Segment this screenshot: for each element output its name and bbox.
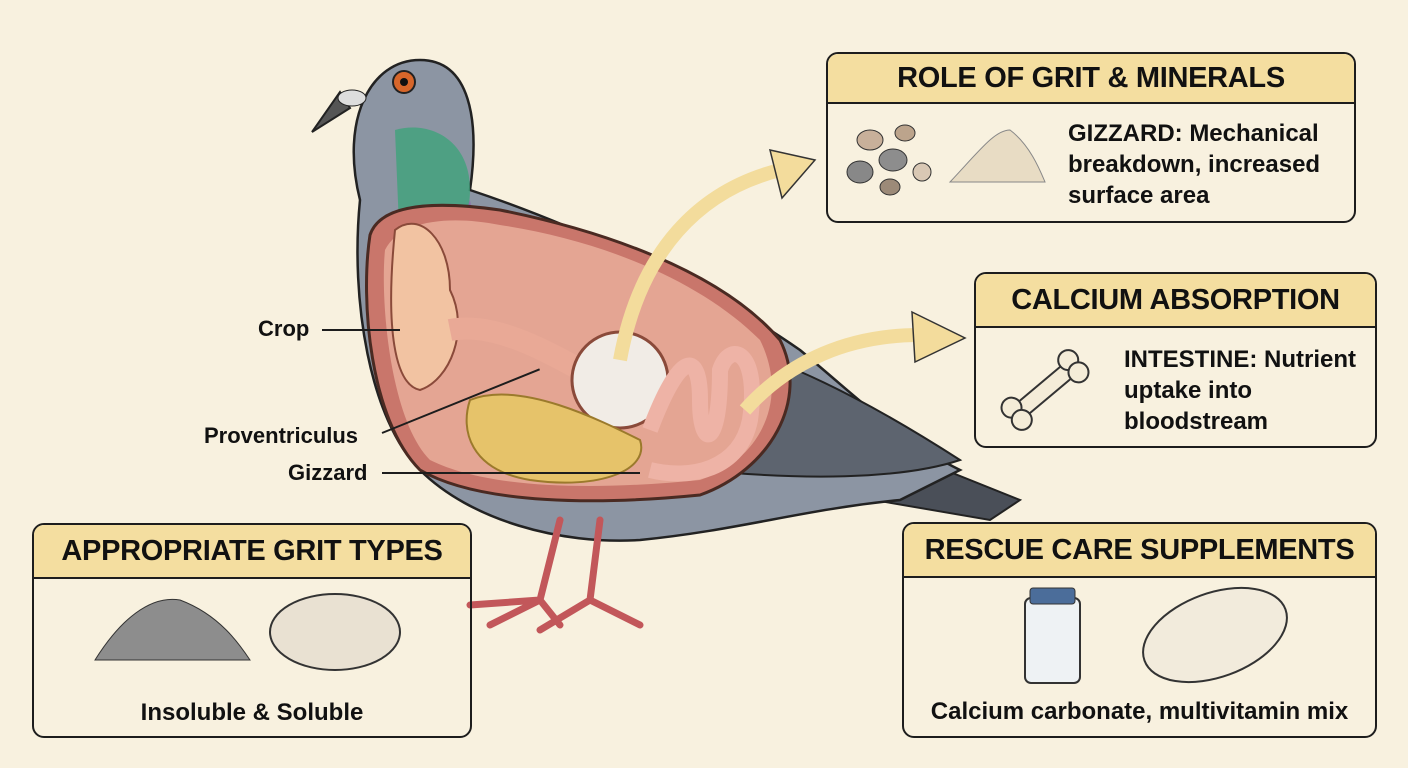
- calcium-absorption-box: CALCIUM ABSORPTION INTESTINE: Nutrient u…: [974, 272, 1377, 448]
- arrow-to-role: [613, 163, 782, 362]
- powder-pile-icon: [948, 129, 1046, 183]
- label-crop: Crop: [258, 316, 310, 341]
- leader-line: [382, 472, 640, 474]
- appropriate-grit-box: APPROPRIATE GRIT TYPES Insoluble & Solub…: [32, 523, 472, 738]
- bone-icon: [1000, 349, 1090, 431]
- gravel-pile-icon: [94, 598, 251, 661]
- role-of-grit-box: ROLE OF GRIT & MINERALS GIZZARD: Mechani…: [826, 52, 1356, 223]
- cuttlebone-icon: [1142, 586, 1288, 684]
- arrow-to-calcium: [739, 328, 921, 415]
- leader-line: [322, 329, 400, 331]
- oyster-shell-icon: [269, 593, 401, 671]
- box-text: Calcium carbonate, multivitamin mix: [930, 698, 1349, 725]
- liver: [465, 393, 643, 484]
- rescue-supplements-box: RESCUE CARE SUPPLEMENTS Calcium carbonat…: [902, 522, 1377, 738]
- pigeon-legs: [466, 516, 644, 634]
- label-gizzard: Gizzard: [288, 460, 368, 485]
- label-proventriculus: Proventriculus: [204, 423, 359, 448]
- box-title: RESCUE CARE SUPPLEMENTS: [904, 524, 1375, 578]
- box-text: INTESTINE: Nutrient uptake into bloodstr…: [1124, 346, 1356, 435]
- box-title: APPROPRIATE GRIT TYPES: [34, 525, 470, 579]
- box-text: GIZZARD: Mechanical breakdown, increased…: [1068, 120, 1321, 209]
- cere: [337, 89, 367, 107]
- arrowhead: [911, 310, 967, 364]
- pebbles-icon: [846, 124, 932, 196]
- crop-organ: [390, 222, 459, 392]
- box-title: ROLE OF GRIT & MINERALS: [828, 54, 1354, 104]
- pupil: [400, 78, 408, 86]
- box-title: CALCIUM ABSORPTION: [976, 274, 1375, 328]
- intestine-organ: [642, 346, 760, 482]
- jar-lid: [1029, 587, 1076, 605]
- box-text: Insoluble & Soluble: [140, 699, 364, 726]
- arrowhead: [768, 149, 817, 200]
